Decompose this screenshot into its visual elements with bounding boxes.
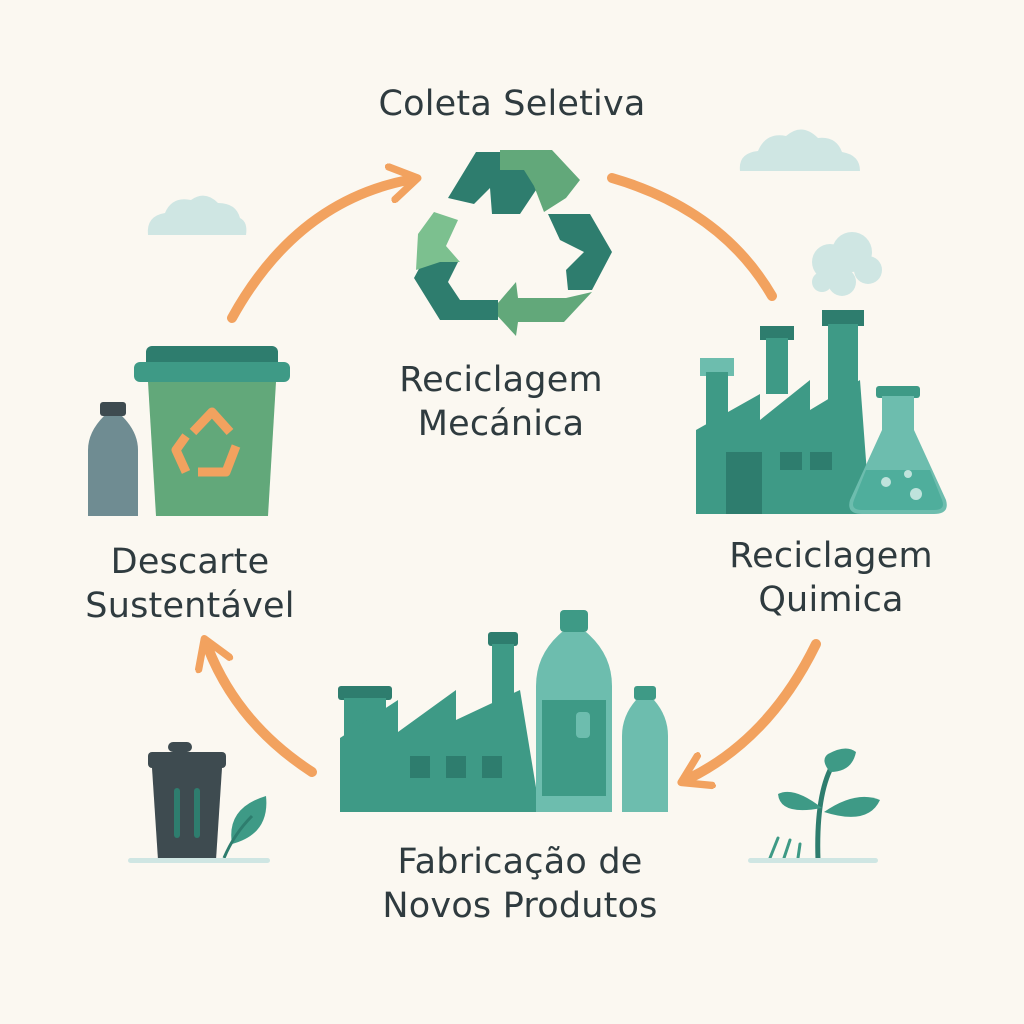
label-coleta-seletiva: Coleta Seletiva	[378, 84, 646, 124]
label-reciclagem-mecanica: Reciclagem Mecánica	[399, 360, 603, 444]
cloud-icon	[147, 195, 247, 235]
ground-line	[748, 858, 878, 863]
recycle-icon	[414, 150, 612, 336]
arrow-quimica-to-fabricacao	[690, 639, 821, 778]
arrow-fabricacao-to-descarte	[208, 648, 317, 777]
flask-icon	[849, 386, 947, 514]
label-reciclagem-quimica: Reciclagem Quimica	[729, 536, 933, 620]
arrow-coleta-to-quimica	[607, 173, 777, 301]
cloud-icon	[739, 129, 860, 171]
large-bottle-icon	[536, 610, 612, 812]
leaf-icon	[222, 796, 267, 859]
label-descarte-sustentavel: Descarte Sustentável	[85, 542, 295, 626]
ground-line	[128, 858, 270, 863]
cycle-arrows	[208, 173, 821, 778]
chemical-factory-icon	[696, 232, 882, 514]
label-fabricacao-novos-produtos: Fabricação de Novos Produtos	[382, 842, 658, 926]
sprout-icon	[768, 748, 880, 863]
manufacturing-factory-icon	[338, 632, 540, 812]
arrow-descarte-to-coleta	[227, 180, 408, 323]
recycling-bin-icon	[134, 346, 290, 516]
trash-can-icon	[148, 742, 226, 860]
smoke-icon	[812, 232, 882, 296]
small-bottle-icon	[622, 686, 668, 812]
bottle-icon	[88, 402, 138, 516]
